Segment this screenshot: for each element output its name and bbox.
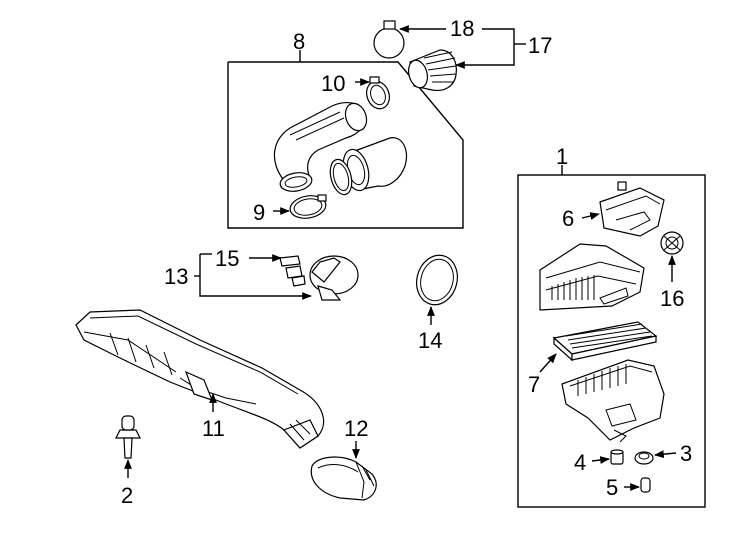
callout-12: 12 [344, 416, 368, 441]
callout-1: 1 [556, 144, 568, 169]
callout-7: 7 [528, 372, 540, 397]
part-3-grommet[interactable] [634, 451, 654, 465]
callout-14: 14 [418, 328, 442, 353]
callout-5: 5 [606, 475, 618, 500]
group-box-8 [227, 50, 464, 229]
part-2-push-pin[interactable] [115, 415, 141, 459]
callout-labels: 1 2 3 4 5 6 7 8 9 10 11 12 13 14 15 16 1… [121, 16, 692, 508]
callout-6: 6 [562, 206, 574, 231]
callout-11: 11 [202, 416, 225, 441]
callout-10: 10 [321, 71, 345, 96]
part-8-elbow-duct[interactable] [273, 100, 370, 193]
part-7-filter-element[interactable] [552, 321, 658, 362]
callout-16: 16 [660, 286, 684, 311]
leader-lines [124, 25, 677, 491]
callout-15: 15 [215, 246, 239, 271]
callout-18: 18 [450, 16, 474, 41]
callout-17: 17 [528, 33, 552, 58]
part-15-screws[interactable] [279, 255, 306, 287]
part-9-clamp[interactable] [288, 193, 327, 221]
part-14-seal[interactable] [411, 251, 463, 310]
part-11-intake-duct[interactable] [75, 309, 325, 449]
part-17-connector[interactable] [406, 49, 457, 92]
callout-13: 13 [164, 264, 188, 289]
part-16-grommet[interactable] [660, 231, 684, 255]
part-10-clamp[interactable] [363, 76, 393, 112]
part-12-inlet[interactable] [310, 456, 377, 501]
part-1-upper-housing[interactable] [539, 243, 645, 311]
callout-3: 3 [680, 441, 692, 466]
part-13-mass-air-flow-sensor[interactable] [309, 255, 359, 301]
part-6-resonator[interactable] [599, 181, 665, 237]
part-1-lower-housing[interactable] [561, 359, 665, 443]
part-5-pin[interactable] [640, 477, 651, 493]
part-8-coupler[interactable] [327, 137, 408, 197]
part-18-clamp[interactable] [373, 20, 405, 59]
group-box-1 [517, 165, 706, 508]
callout-4: 4 [574, 450, 586, 475]
part-4-bushing[interactable] [610, 449, 624, 465]
callout-8: 8 [293, 29, 305, 54]
callout-2: 2 [121, 483, 133, 508]
callout-9: 9 [253, 200, 265, 225]
